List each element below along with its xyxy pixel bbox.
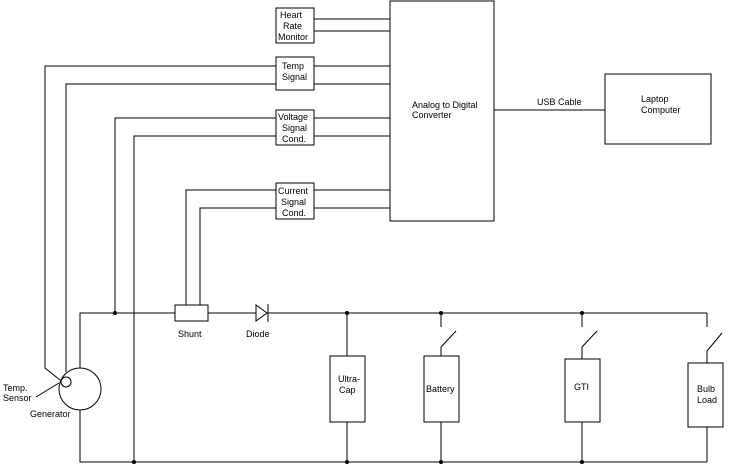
laptop-line-1: Laptop bbox=[641, 94, 669, 104]
temp-signal-block: Temp Signal bbox=[275, 56, 315, 91]
gti-label: GTI bbox=[574, 382, 589, 392]
diode-symbol: Diode bbox=[246, 304, 270, 339]
current-signal-line-3: Cond. bbox=[282, 208, 306, 218]
junction-dot bbox=[132, 460, 136, 464]
current-signal-line-1: Current bbox=[278, 186, 309, 196]
junction-dot bbox=[113, 311, 117, 315]
junction-dot bbox=[345, 311, 349, 315]
voltage-signal-block: Voltage Signal Cond. bbox=[275, 109, 315, 146]
shunt: Shunt bbox=[174, 304, 209, 339]
generator-label: Generator bbox=[30, 409, 71, 419]
bulb-load-line-1: Bulb bbox=[697, 384, 715, 394]
usb-cable-label: USB Cable bbox=[537, 97, 582, 107]
bulb-load-block: Bulb Load bbox=[687, 362, 724, 428]
temp-signal-line-2: Signal bbox=[282, 72, 307, 82]
junction-dot bbox=[580, 311, 584, 315]
adc-line-1: Analog to Digital bbox=[412, 100, 478, 110]
laptop-block: Laptop Computer bbox=[604, 73, 712, 145]
voltage-signal-line-2: Signal bbox=[282, 123, 307, 133]
ultracap-block: Ultra- Cap bbox=[329, 355, 366, 423]
current-signal-block: Current Signal Cond. bbox=[275, 182, 315, 220]
heart-rate-line-1: Heart bbox=[280, 10, 303, 20]
gti-block: GTI bbox=[564, 358, 601, 423]
battery-label: Battery bbox=[426, 384, 455, 394]
bulb-load-line-2: Load bbox=[697, 395, 717, 405]
junction-dot bbox=[439, 460, 443, 464]
voltage-signal-line-3: Cond. bbox=[282, 134, 306, 144]
heart-rate-monitor-block: Heart Rate Monitor bbox=[275, 7, 315, 44]
ultracap-line-2: Cap bbox=[339, 385, 356, 395]
shunt-label: Shunt bbox=[178, 329, 202, 339]
temp-signal-line-1: Temp bbox=[282, 61, 304, 71]
heart-rate-line-3: Monitor bbox=[278, 32, 308, 42]
adc-line-2: Converter bbox=[412, 110, 452, 120]
junction-dot bbox=[345, 460, 349, 464]
battery-block: Battery bbox=[423, 355, 460, 423]
junction-dots bbox=[113, 311, 584, 464]
temp-sensor-icon bbox=[60, 376, 72, 388]
temp-sensor-label-line-2: Sensor bbox=[3, 393, 32, 403]
laptop-line-2: Computer bbox=[641, 105, 681, 115]
diode-label: Diode bbox=[246, 329, 270, 339]
heart-rate-line-2: Rate bbox=[283, 21, 302, 31]
current-signal-line-2: Signal bbox=[281, 197, 306, 207]
adc-block: Analog to Digital Converter bbox=[389, 0, 495, 222]
generator-symbol: Generator bbox=[30, 367, 102, 419]
temp-sensor-label-line-1: Temp. bbox=[3, 383, 28, 393]
ultracap-line-1: Ultra- bbox=[338, 374, 360, 384]
voltage-signal-line-1: Voltage bbox=[278, 112, 308, 122]
junction-dot bbox=[439, 311, 443, 315]
wires bbox=[35, 18, 723, 463]
junction-dot bbox=[580, 460, 584, 464]
